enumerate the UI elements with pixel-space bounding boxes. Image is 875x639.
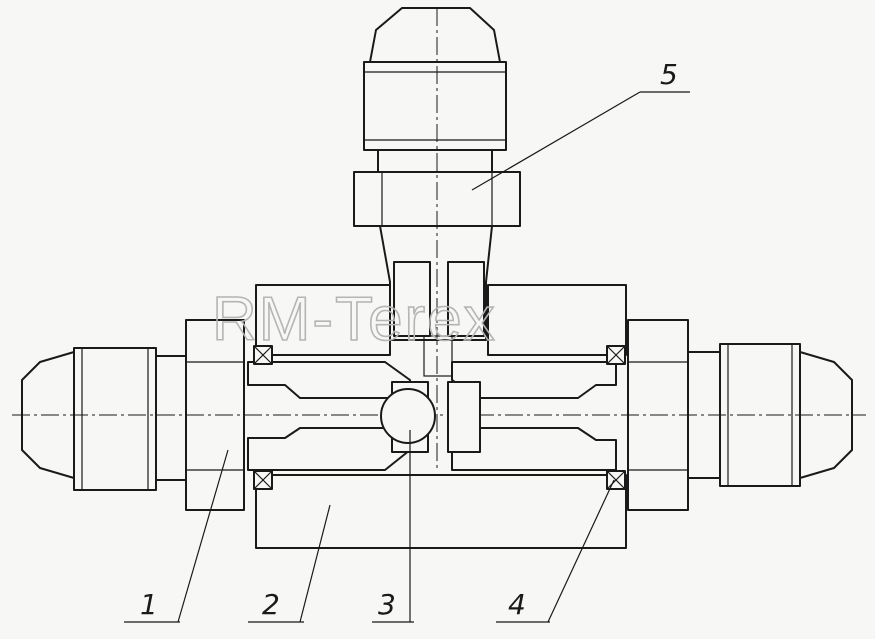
check-ball (380, 388, 436, 444)
callout-label-4: 4 (508, 588, 526, 621)
callout-label-3: 3 (378, 588, 396, 621)
left-fitting (21, 319, 245, 511)
callout-label-2: 2 (262, 588, 280, 621)
watermark-text: RM-Terex (212, 285, 497, 354)
leader-lines (124, 91, 690, 623)
right-fitting (627, 319, 853, 511)
top-fitting (353, 7, 521, 377)
seal-rings (253, 345, 626, 490)
callout-label-5: 5 (660, 58, 678, 91)
callout-label-1: 1 (140, 588, 158, 621)
right-inner-sleeve (447, 361, 617, 471)
